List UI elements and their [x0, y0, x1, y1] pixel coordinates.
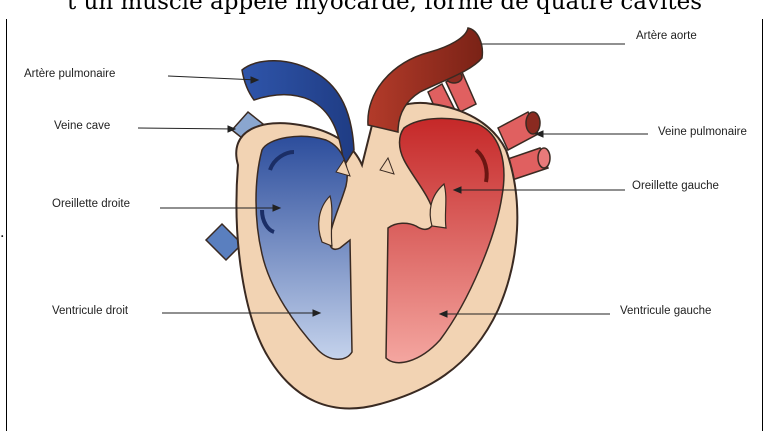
label-artere-pulmonaire: Artère pulmonaire: [24, 68, 115, 80]
label-veine-cave: Veine cave: [54, 120, 110, 132]
label-ventricule-gauche: Ventricule gauche: [620, 305, 711, 317]
label-artere-aorte: Artère aorte: [636, 30, 697, 42]
label-veine-pulmonaire: Veine pulmonaire: [658, 126, 747, 138]
label-ventricule-droit: Ventricule droit: [52, 305, 128, 317]
label-oreillette-droite: Oreillette droite: [52, 198, 130, 210]
label-oreillette-gauche: Oreillette gauche: [632, 180, 719, 192]
